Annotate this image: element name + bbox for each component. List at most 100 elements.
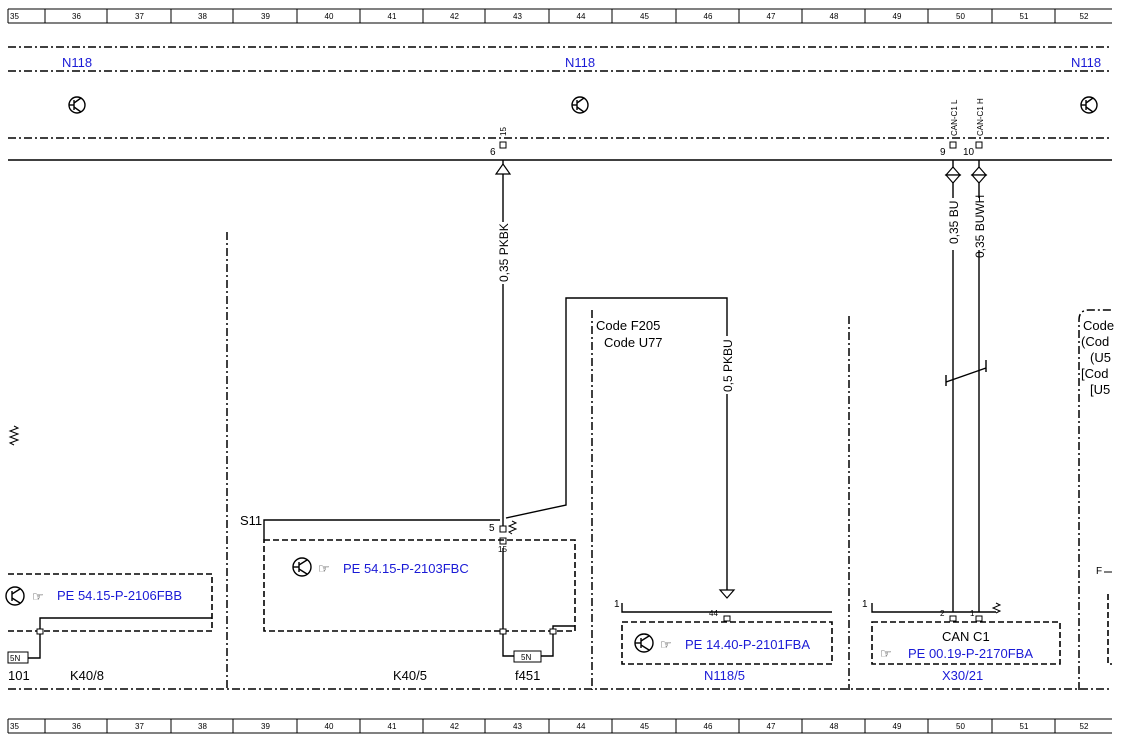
hand-pointer-icon: ☞: [880, 646, 892, 661]
ruler-number: 37: [135, 12, 144, 21]
ruler-number: 41: [388, 722, 397, 731]
ruler-number: 51: [1020, 12, 1029, 21]
pin-label-1-right: 1: [862, 599, 868, 610]
pin-label-15: 15: [499, 127, 508, 136]
ruler-number: 37: [135, 722, 144, 731]
fuse-label-left: 5N: [10, 654, 20, 663]
pin-label-10: 10: [963, 147, 975, 158]
ruler-number: 36: [72, 722, 81, 731]
transistor-icon: [634, 633, 654, 653]
label-f451: f451: [515, 668, 540, 683]
top-ruler: 35 36 37 38 39 40 41 42 43 44 45 46 47 48 49 50 51 52: [7, 8, 1112, 24]
label-can-c1: CAN C1: [942, 629, 990, 644]
pin-label-5: 5: [489, 523, 495, 534]
pin-label-1-small: 1: [970, 609, 975, 618]
fuse-label: 5N: [521, 653, 531, 662]
pin-label-2: 2: [940, 609, 945, 618]
ruler-number: 46: [704, 12, 713, 21]
ruler-number: 49: [893, 722, 902, 731]
component-k40-5: 5N: [263, 539, 576, 663]
component-icon: [68, 96, 86, 114]
ruler-number: 47: [767, 12, 776, 21]
module-label-right[interactable]: N118: [1071, 55, 1101, 70]
ruler-number: 49: [893, 12, 902, 21]
hand-pointer-icon: ☞: [318, 561, 330, 576]
ruler-number: 36: [72, 12, 81, 21]
wire-label-buwh: 0,35 BUWH: [973, 195, 987, 258]
pin-label-9: 9: [940, 147, 946, 158]
code-right-2: (Cod: [1081, 334, 1109, 349]
ruler-number: 42: [450, 12, 459, 21]
component-n118-5: 1 44: [614, 599, 833, 665]
ruler-number: 44: [577, 722, 586, 731]
ruler-number: 52: [1080, 722, 1089, 731]
ruler-number: 40: [325, 12, 334, 21]
code-right-3: (U5: [1090, 350, 1111, 365]
ruler-number: 44: [577, 12, 586, 21]
transistor-icon: [5, 586, 25, 606]
component-icon: [1080, 96, 1098, 114]
pin-label-can-l: CAN-C1 L: [950, 99, 959, 136]
ruler-number: 43: [513, 12, 522, 21]
ruler-number: 50: [956, 722, 965, 731]
resistor-icon: [8, 425, 20, 446]
ruler-number: 43: [513, 722, 522, 731]
ref-link-k40-5[interactable]: PE 54.15-P-2103FBC: [343, 561, 469, 576]
separator-4: [1078, 309, 1112, 690]
ruler-number: 46: [704, 722, 713, 731]
wire-pkbu: 0,5 PKBU: [505, 297, 736, 599]
label-left-fragment: 101: [8, 668, 30, 683]
code-right-5: [U5: [1090, 382, 1110, 397]
ruler-number: 35: [10, 12, 19, 21]
ruler-number: 48: [830, 722, 839, 731]
label-right-f: F: [1096, 566, 1102, 577]
label-x30-21[interactable]: X30/21: [942, 668, 983, 683]
label-k40-5: K40/5: [393, 668, 427, 683]
ruler-number: 41: [388, 12, 397, 21]
wire-pkbk: 0,35 PKBK: [494, 160, 512, 527]
ref-link-x30-21[interactable]: PE 00.19-P-2170FBA: [908, 646, 1033, 661]
pin-label-1: 1: [614, 599, 620, 610]
code-f205: Code F205: [596, 318, 660, 333]
wire-label-pkbu: 0,5 PKBU: [721, 339, 735, 392]
ruler-number: 35: [10, 722, 19, 731]
ref-link-n118-5[interactable]: PE 14.40-P-2101FBA: [685, 637, 810, 652]
ruler-number: 45: [640, 722, 649, 731]
code-right-4: [Cod: [1081, 366, 1108, 381]
wire-label-bu: 0,35 BU: [947, 201, 961, 244]
hand-pointer-icon: ☞: [32, 589, 44, 604]
ruler-number: 51: [1020, 722, 1029, 731]
module-label-mid[interactable]: N118: [565, 55, 595, 70]
ruler-number: 38: [198, 722, 207, 731]
component-x30-21: 1 2 1: [862, 599, 1061, 665]
bottom-ruler: 35 36 37 38 39 40 41 42 43 44 45 46 47 48 49 50 51 52: [7, 718, 1112, 734]
pin-label-6: 6: [490, 147, 496, 158]
ruler-number: 42: [450, 722, 459, 731]
ruler-number: 48: [830, 12, 839, 21]
ruler-number: 52: [1080, 12, 1089, 21]
code-u77: Code U77: [604, 335, 663, 350]
ref-link-k40-8[interactable]: PE 54.15-P-2106FBB: [57, 588, 182, 603]
s11-label: S11: [240, 513, 262, 528]
ruler-number: 39: [261, 12, 270, 21]
component-k40-8: 5N: [7, 573, 213, 664]
pin-label-can-h: CAN-C1 H: [976, 98, 985, 136]
ruler-number: 38: [198, 12, 207, 21]
pin-label-44: 44: [709, 609, 718, 618]
wire-can: 0,35 BU 0,35 BUWH: [944, 160, 988, 612]
ruler-number: 50: [956, 12, 965, 21]
label-k40-8: K40/8: [70, 668, 104, 683]
connector-can: CAN-C1 L CAN-C1 H 9 10: [940, 98, 985, 158]
ruler-number: 45: [640, 12, 649, 21]
ruler-number: 39: [261, 722, 270, 731]
component-icon: [571, 96, 589, 114]
wire-label-pkbk: 0,35 PKBK: [497, 223, 511, 282]
ruler-number: 47: [767, 722, 776, 731]
code-right-1: Code: [1083, 318, 1114, 333]
connector-pin-6: 15 6: [490, 127, 508, 158]
label-n118-5[interactable]: N118/5: [704, 668, 745, 683]
transistor-icon: [292, 557, 312, 577]
module-label-left[interactable]: N118: [62, 55, 92, 70]
ruler-number: 40: [325, 722, 334, 731]
